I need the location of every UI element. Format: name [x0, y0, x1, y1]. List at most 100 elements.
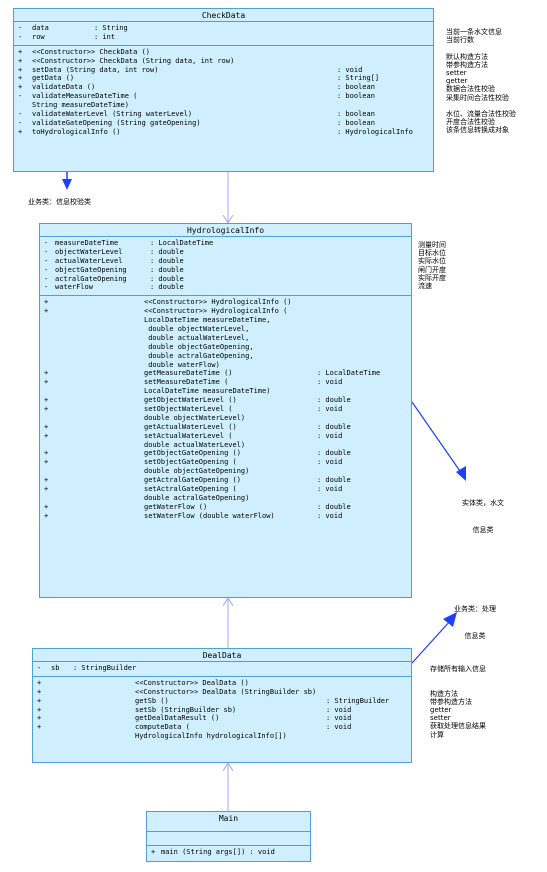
operation-signature: main (String args[]) : void: [161, 848, 275, 856]
note-line: 默认构造方法: [446, 52, 488, 61]
attribute-row: -sb: StringBuilder: [33, 664, 411, 673]
note-line: [430, 673, 486, 681]
note-line: setter: [430, 714, 451, 723]
operation-signature: setActualWaterLevel (: [144, 431, 233, 440]
operation-row: +<<Constructor>> DealData (StringBuilder…: [33, 688, 411, 697]
return-type: : void: [317, 458, 343, 467]
return-type: : StringBuilder: [326, 696, 390, 705]
note-line: getter: [446, 77, 468, 86]
visibility-marker: +: [44, 422, 49, 431]
label-line: 业务类：处理: [454, 605, 496, 613]
class-main[interactable]: Main +main (String args[]) : void: [146, 811, 311, 862]
operation-signature: <<Constructor>> CheckData (String data, …: [32, 56, 235, 65]
return-type: : double: [317, 396, 351, 405]
operation-signature: LocalDateTime measureDateTime,: [144, 316, 271, 325]
note-line: 带参构造方法: [446, 60, 488, 69]
operation-row: +setObjectGateOpening (: void: [40, 458, 411, 467]
operation-signature: double waterFlow): [144, 360, 220, 369]
attribute-name: actralGateOpening: [55, 274, 127, 283]
operation-row: double objectWaterLevel,: [40, 325, 411, 334]
visibility-marker: +: [18, 47, 23, 56]
note-line: 实际水位: [418, 257, 446, 266]
operation-signature: String measureDateTime): [32, 101, 129, 110]
operation-compartment: +main (String args[]) : void: [147, 846, 310, 859]
operation-signature: setObjectWaterLevel (: [144, 405, 233, 414]
operation-signature: double actualWaterLevel): [144, 440, 246, 449]
operation-signature: validateData (): [32, 83, 96, 92]
class-name: HydrologicalInfo: [40, 224, 411, 237]
operation-signature: getObjectWaterLevel (): [144, 396, 237, 405]
operation-signature: <<Constructor>> DealData (): [135, 678, 249, 687]
class-dealdata[interactable]: DealData -sb: StringBuilder +<<Construct…: [32, 648, 412, 763]
visibility-marker: -: [18, 118, 23, 127]
return-type: : void: [326, 705, 352, 714]
operation-row: double objectGateOpening): [40, 467, 411, 476]
operation-row: LocalDateTime measureDateTime,: [40, 316, 411, 325]
attribute-name: measureDateTime: [55, 239, 119, 247]
operation-row: +getMeasureDateTime (): LocalDateTime: [40, 369, 411, 378]
operation-row: +computeData (: void: [33, 723, 411, 732]
note-line: 数据合法性校验: [446, 85, 495, 94]
visibility-marker: +: [44, 378, 49, 387]
note-line: 获取处理信息结果: [430, 722, 486, 731]
attribute-compartment: -measureDateTime: LocalDateTime-objectWa…: [40, 237, 411, 297]
operation-row: -validateWaterLevel (String waterLevel):…: [14, 110, 433, 119]
return-type: : double: [317, 422, 351, 431]
return-type: : boolean: [337, 118, 375, 127]
operation-signature: getDealDataResult (): [135, 714, 220, 723]
operation-row: HydrologicalInfo hydrologicalInfo[]): [33, 732, 411, 741]
note-line: [446, 102, 516, 110]
operation-row: +validateData (): boolean: [14, 83, 433, 92]
attribute-name: sb: [51, 664, 60, 672]
attribute-compartment: [147, 832, 310, 846]
note-line: setter: [446, 68, 467, 77]
note-line: [430, 681, 486, 689]
label-line: 信息类: [464, 632, 486, 640]
operation-row: +setActralGateOpening (: void: [40, 485, 411, 494]
attribute-type: : LocalDateTime: [150, 239, 214, 247]
return-type: : boolean: [337, 83, 375, 92]
attribute-type: : double: [150, 274, 184, 283]
visibility-marker: +: [37, 687, 42, 696]
note-line: 测量时间: [418, 241, 446, 249]
operation-signature: setWaterFlow (double waterFlow): [144, 511, 275, 520]
attribute-row: -waterFlow: double: [40, 283, 411, 292]
attribute-row: -row: int: [14, 33, 433, 42]
operation-signature: double objectGateOpening): [144, 467, 250, 476]
visibility-marker: -: [44, 239, 49, 247]
operation-signature: double objectWaterLevel): [144, 413, 246, 422]
operation-row: double objectGateOpening,: [40, 343, 411, 352]
operation-row: +<<Constructor>> HydrologicalInfo (: [40, 307, 411, 316]
return-type: : double: [317, 449, 351, 458]
operation-row: +getDealDataResult (): void: [33, 714, 411, 723]
operation-signature: getObjectGateOpening (): [144, 449, 241, 458]
note-line: getter: [430, 705, 452, 714]
operation-signature: toHydrologicalInfo (): [32, 127, 121, 136]
visibility-marker: +: [44, 511, 49, 520]
visibility-marker: -: [44, 256, 49, 265]
operation-signature: double actualWaterLevel,: [144, 333, 250, 342]
visibility-marker: -: [18, 32, 23, 41]
label-dealdata-role: 业务类：处理 信息类: [454, 587, 496, 650]
attribute-type: : double: [150, 265, 184, 274]
attribute-compartment: -data: String-row: int: [14, 22, 433, 46]
class-name: Main: [147, 812, 310, 832]
operation-row: +getActralGateOpening (): double: [40, 476, 411, 485]
checkdata-role-arrowhead: [62, 179, 72, 190]
operation-signature: setActralGateOpening (: [144, 485, 237, 494]
operation-signature: <<Constructor>> CheckData (): [32, 47, 151, 56]
attribute-name: objectWaterLevel: [55, 247, 123, 256]
class-checkdata[interactable]: CheckData -data: String-row: int +<<Cons…: [13, 8, 434, 172]
operation-signature: validateGateOpening (String gateOpening): [32, 118, 201, 127]
note-line: 流速: [418, 281, 432, 290]
visibility-marker: +: [44, 476, 49, 485]
attribute-name: actualWaterLevel: [55, 256, 123, 265]
attribute-compartment: -sb: StringBuilder: [33, 662, 411, 677]
visibility-marker: +: [44, 369, 49, 378]
operation-signature: computeData (: [135, 723, 190, 732]
attribute-type: : double: [150, 256, 184, 265]
class-hydrologicalinfo[interactable]: HydrologicalInfo -measureDateTime: Local…: [39, 223, 412, 598]
operation-row: +getSb (): StringBuilder: [33, 697, 411, 706]
operation-signature: setMeasureDateTime (: [144, 378, 229, 387]
hydro-role-line: [411, 401, 463, 475]
